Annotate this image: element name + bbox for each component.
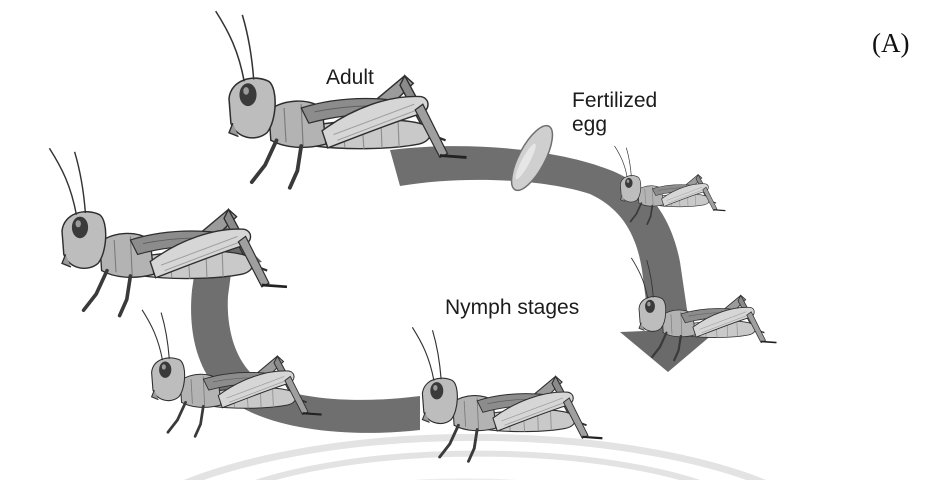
fertilized-egg-label-line1: Fertilized: [572, 89, 657, 113]
adult-label: Adult: [326, 66, 374, 90]
grasshopper-nymph-icon: [49, 148, 287, 315]
fertilized-egg-label-line2: egg: [572, 113, 607, 137]
nymph-stages-label: Nymph stages: [445, 296, 579, 320]
panel-tag: (A): [872, 28, 909, 59]
